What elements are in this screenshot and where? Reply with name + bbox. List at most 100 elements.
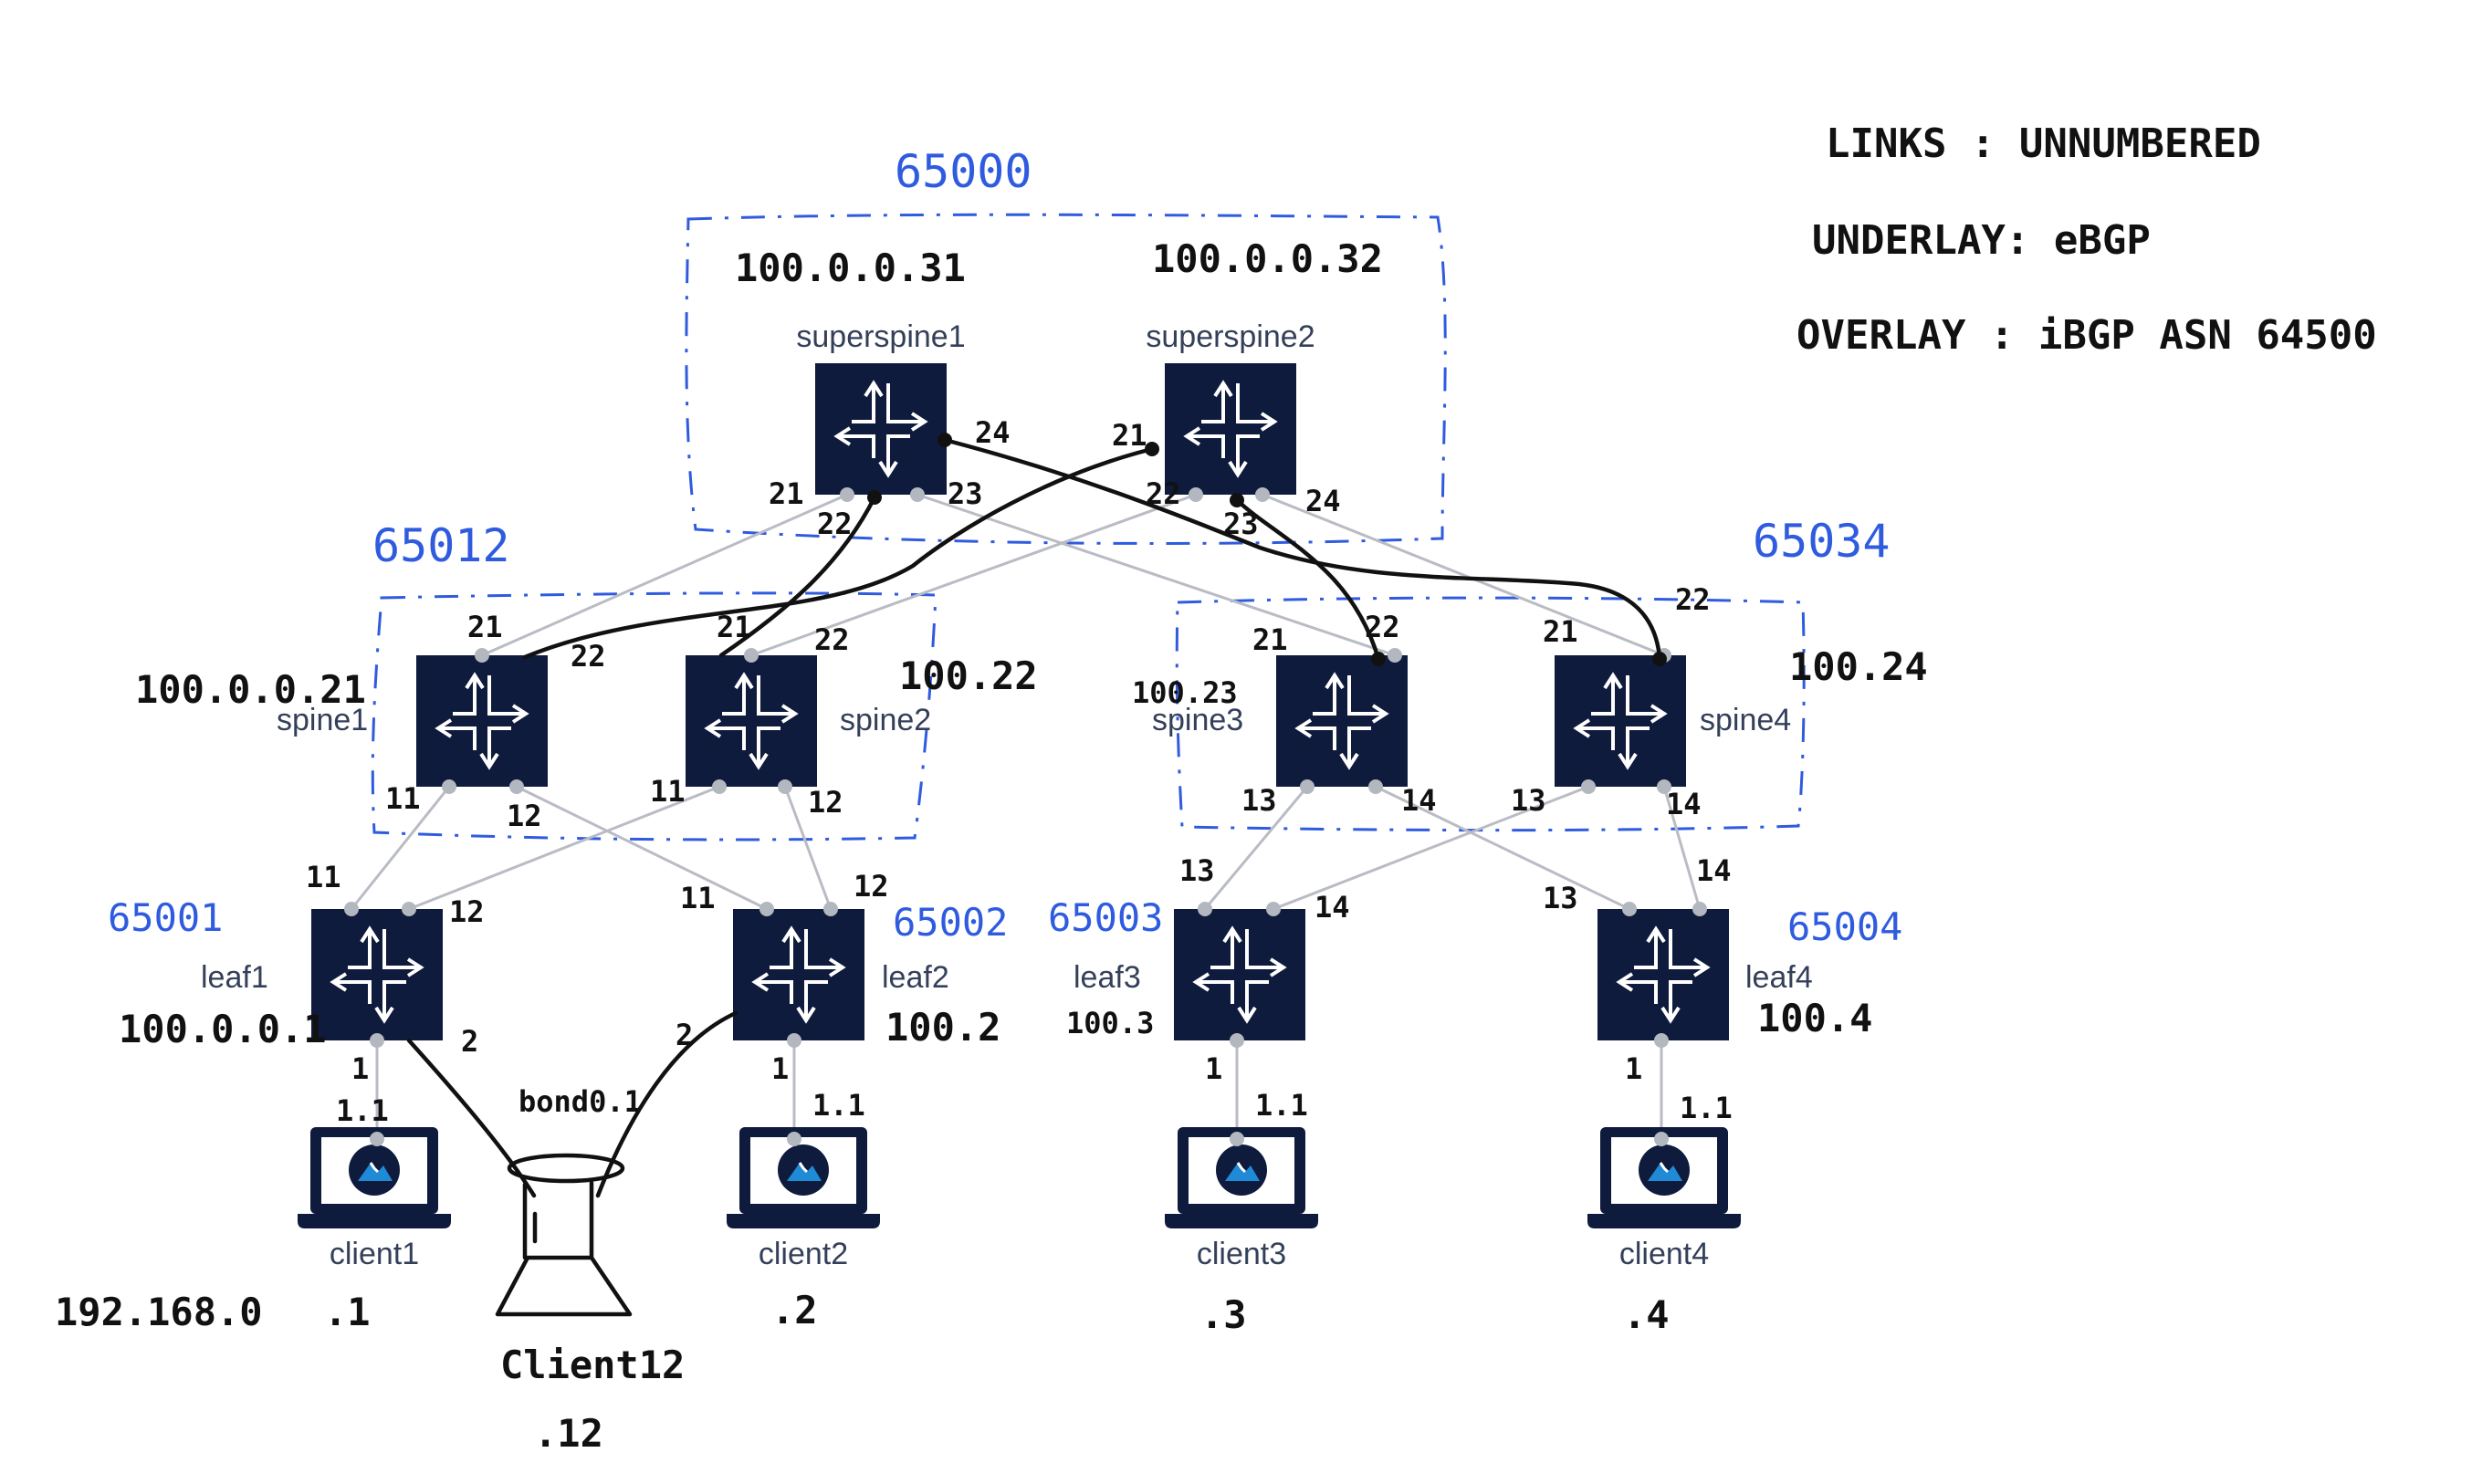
- leaf2-switch[interactable]: [731, 907, 866, 1042]
- leaf1-switch[interactable]: [309, 907, 445, 1042]
- client12-ip: .12: [534, 1411, 603, 1456]
- port-cl3: 1.1: [1255, 1088, 1308, 1123]
- spine1-switch[interactable]: [414, 653, 550, 789]
- leaf3-name: leaf3: [1074, 960, 1141, 995]
- client2-ip: .2: [771, 1288, 818, 1332]
- port-cl2: 1.1: [812, 1088, 865, 1123]
- as-boundary-spine12: [371, 591, 937, 841]
- port-sp2-21: 21: [717, 610, 752, 644]
- spine3-name: spine3: [1152, 703, 1243, 737]
- port-ss1-22: 22: [817, 507, 853, 541]
- client4-name: client4: [1619, 1237, 1709, 1271]
- leaf4-ip: 100.4: [1757, 996, 1872, 1040]
- port-cl1: 1.1: [336, 1093, 389, 1128]
- spine4-name: spine4: [1700, 703, 1791, 737]
- port-ss2-21: 21: [1112, 418, 1147, 453]
- port-lf4-1: 1: [1625, 1051, 1642, 1086]
- port-lf1-12: 12: [449, 894, 485, 929]
- port-ss2-24: 24: [1305, 484, 1341, 518]
- port-sp1-22: 22: [571, 639, 606, 674]
- spine3-switch[interactable]: [1274, 653, 1409, 789]
- port-ss2-23: 23: [1223, 507, 1259, 541]
- client3-ip: .3: [1200, 1292, 1247, 1337]
- superspine1-switch[interactable]: [813, 361, 948, 496]
- port-lf1-1: 1: [351, 1051, 369, 1086]
- client2-laptop-icon[interactable]: [725, 1125, 882, 1230]
- port-sp1-21: 21: [467, 610, 503, 644]
- client1-ip: .1: [324, 1290, 371, 1334]
- port-sp4-21: 21: [1543, 614, 1578, 649]
- port-lf1-2: 2: [461, 1024, 478, 1059]
- leaf4-name: leaf4: [1745, 960, 1813, 995]
- port-ss2-22: 22: [1146, 476, 1181, 511]
- superspine2-ip: 100.0.0.32: [1152, 236, 1383, 281]
- client1-name: client1: [330, 1237, 419, 1271]
- as-boundary-superspine: [685, 213, 1447, 545]
- port-lf4-13: 13: [1543, 881, 1578, 915]
- port-ss1-23: 23: [948, 476, 983, 511]
- port-lf3-13: 13: [1179, 853, 1215, 888]
- subnet-label: 192.168.0: [55, 1290, 263, 1334]
- port-dots: [344, 487, 1707, 1146]
- spine2-name: spine2: [840, 703, 931, 737]
- leaf3-ip: 100.3: [1066, 1006, 1154, 1040]
- asn-leaf1: 65001: [108, 895, 223, 940]
- port-lf2-2: 2: [676, 1018, 693, 1052]
- superspine2-switch[interactable]: [1163, 361, 1298, 496]
- superspine1-name: superspine1: [796, 319, 965, 354]
- client12-name: Client12: [500, 1343, 685, 1387]
- spine2-switch[interactable]: [684, 653, 819, 789]
- port-lf4-14: 14: [1696, 853, 1732, 888]
- spine3-ip: 100.23: [1132, 675, 1238, 710]
- port-lf1-11: 11: [306, 860, 341, 894]
- superspine1-ip: 100.0.0.31: [735, 246, 966, 290]
- port-lf3-14: 14: [1315, 890, 1350, 925]
- port-ss1-24: 24: [975, 415, 1011, 450]
- asn-leaf4: 65004: [1787, 904, 1902, 949]
- asn-spine34: 65034: [1753, 515, 1891, 568]
- port-lf2-12: 12: [854, 869, 889, 904]
- client3-name: client3: [1197, 1237, 1286, 1271]
- hand-drawn-links: [406, 437, 1662, 1317]
- leaf2-name: leaf2: [882, 960, 949, 995]
- note-links: LINKS : UNNUMBERED: [1826, 120, 2261, 167]
- fabric-links: [350, 493, 1702, 1139]
- asn-spine12: 65012: [372, 519, 510, 572]
- asn-leaf3: 65003: [1048, 895, 1163, 940]
- asn-superspine: 65000: [895, 145, 1032, 198]
- superspine2-name: superspine2: [1146, 319, 1315, 354]
- leaf2-ip: 100.2: [885, 1005, 1000, 1050]
- port-sp2-22: 22: [814, 622, 850, 657]
- leaf3-switch[interactable]: [1172, 907, 1307, 1042]
- asn-leaf2: 65002: [893, 900, 1008, 945]
- port-sp3-22: 22: [1365, 610, 1400, 644]
- port-sp1-12: 12: [507, 799, 542, 833]
- port-sp4-22: 22: [1675, 582, 1711, 617]
- port-sp3-13: 13: [1241, 783, 1277, 818]
- leaf4-switch[interactable]: [1596, 907, 1731, 1042]
- spine2-ip: 100.22: [899, 653, 1038, 698]
- port-sp4-13: 13: [1511, 783, 1546, 818]
- hand-drawn-server-icon[interactable]: [495, 1153, 633, 1317]
- note-underlay: UNDERLAY: eBGP: [1812, 217, 2151, 264]
- port-sp2-11: 11: [650, 774, 686, 809]
- port-sp1-11: 11: [385, 781, 421, 816]
- hand-ink-dots: [867, 433, 1667, 666]
- leaf1-ip: 100.0.0.1: [119, 1007, 327, 1051]
- client12-iface: bond0.1: [518, 1084, 642, 1119]
- client4-ip: .4: [1623, 1292, 1670, 1337]
- port-lf2-11: 11: [680, 881, 716, 915]
- client2-name: client2: [759, 1237, 848, 1271]
- port-lf2-1: 1: [771, 1051, 789, 1086]
- port-ss1-21: 21: [769, 476, 804, 511]
- spine4-switch[interactable]: [1553, 653, 1688, 789]
- port-sp3-14: 14: [1401, 783, 1437, 818]
- note-overlay: OVERLAY : iBGP ASN 64500: [1796, 312, 2377, 359]
- port-sp2-12: 12: [808, 785, 843, 820]
- port-cl4: 1.1: [1680, 1091, 1733, 1125]
- port-sp3-21: 21: [1252, 622, 1288, 657]
- as-boundary-spine34: [1175, 596, 1806, 832]
- spine1-name: spine1: [277, 703, 368, 737]
- port-sp4-14: 14: [1666, 787, 1702, 821]
